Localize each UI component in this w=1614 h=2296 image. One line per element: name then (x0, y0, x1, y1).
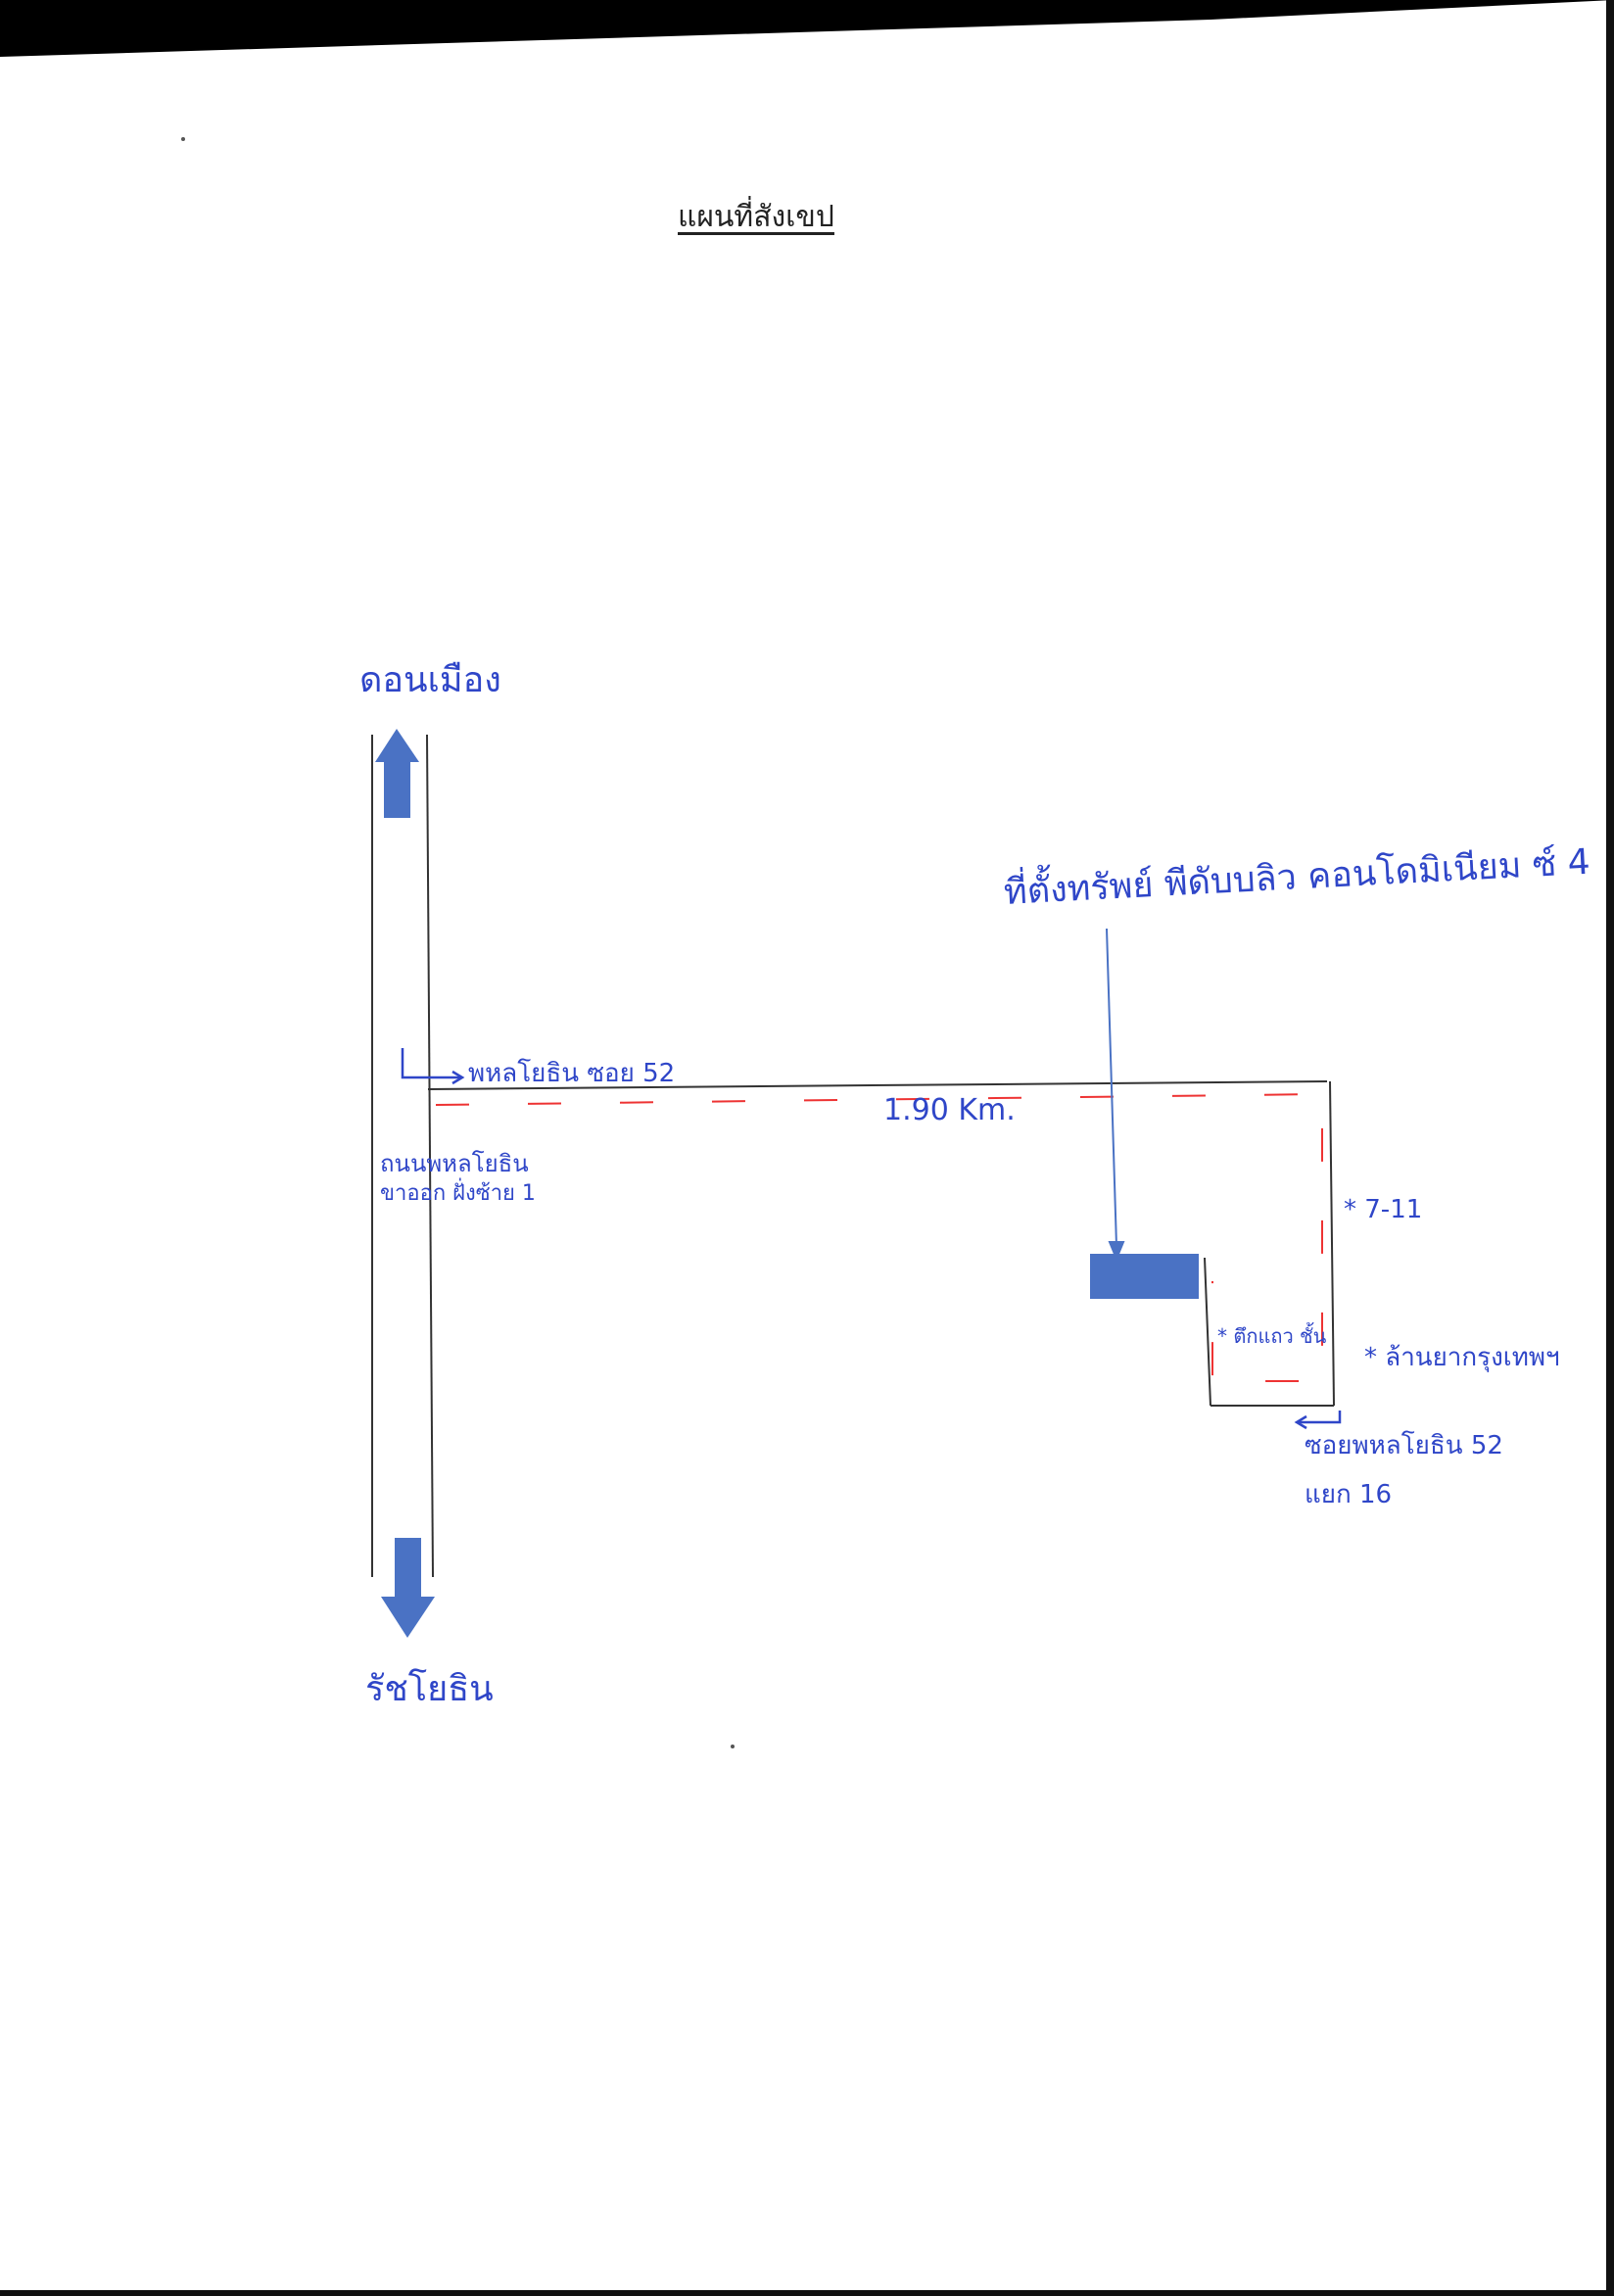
shop-label: * ตึกแถว ชั้น (1217, 1324, 1327, 1348)
main-road-label: ถนนพหลโยธิน (380, 1150, 529, 1177)
turn-arrow-icon (401, 1048, 465, 1085)
main-road-lane-label: ขาออก ฝั่งซ้าย 1 (380, 1181, 536, 1206)
north-destination-label: ดอนเมือง (359, 660, 501, 700)
market-label: * ล้านยากรุงเทพฯ (1364, 1343, 1560, 1372)
scan-edge-right (1606, 0, 1614, 2296)
distance-label: 1.90 Km. (883, 1093, 1016, 1127)
north-arrow-icon (375, 729, 419, 818)
property-pointer-arrow (1106, 928, 1125, 1262)
page-title: แผนที่สังเขป (678, 200, 834, 234)
sub-soi-left-edge (1204, 1257, 1211, 1407)
seven-eleven-label: * 7-11 (1344, 1195, 1423, 1224)
scan-edge-bottom (0, 2290, 1614, 2296)
sub-soi-number-label: แยก 16 (1305, 1480, 1393, 1509)
soi-entrance-label: พหลโยธิน ซอย 52 (468, 1059, 676, 1088)
sub-soi-turn-arrow-icon (1294, 1411, 1342, 1430)
scan-dot (731, 1745, 735, 1748)
soi-road-right-edge (1329, 1080, 1335, 1407)
soi-road-line (427, 1080, 1328, 1090)
route-dashed-line (435, 1092, 1323, 1382)
sub-soi-label: ซอยพหลโยธิน 52 (1305, 1431, 1503, 1460)
scan-dot (181, 137, 185, 141)
south-arrow-icon (381, 1538, 435, 1638)
main-road-right-line (426, 734, 434, 1578)
south-destination-label: รัชโยธิน (365, 1669, 494, 1709)
property-block (1090, 1254, 1199, 1299)
